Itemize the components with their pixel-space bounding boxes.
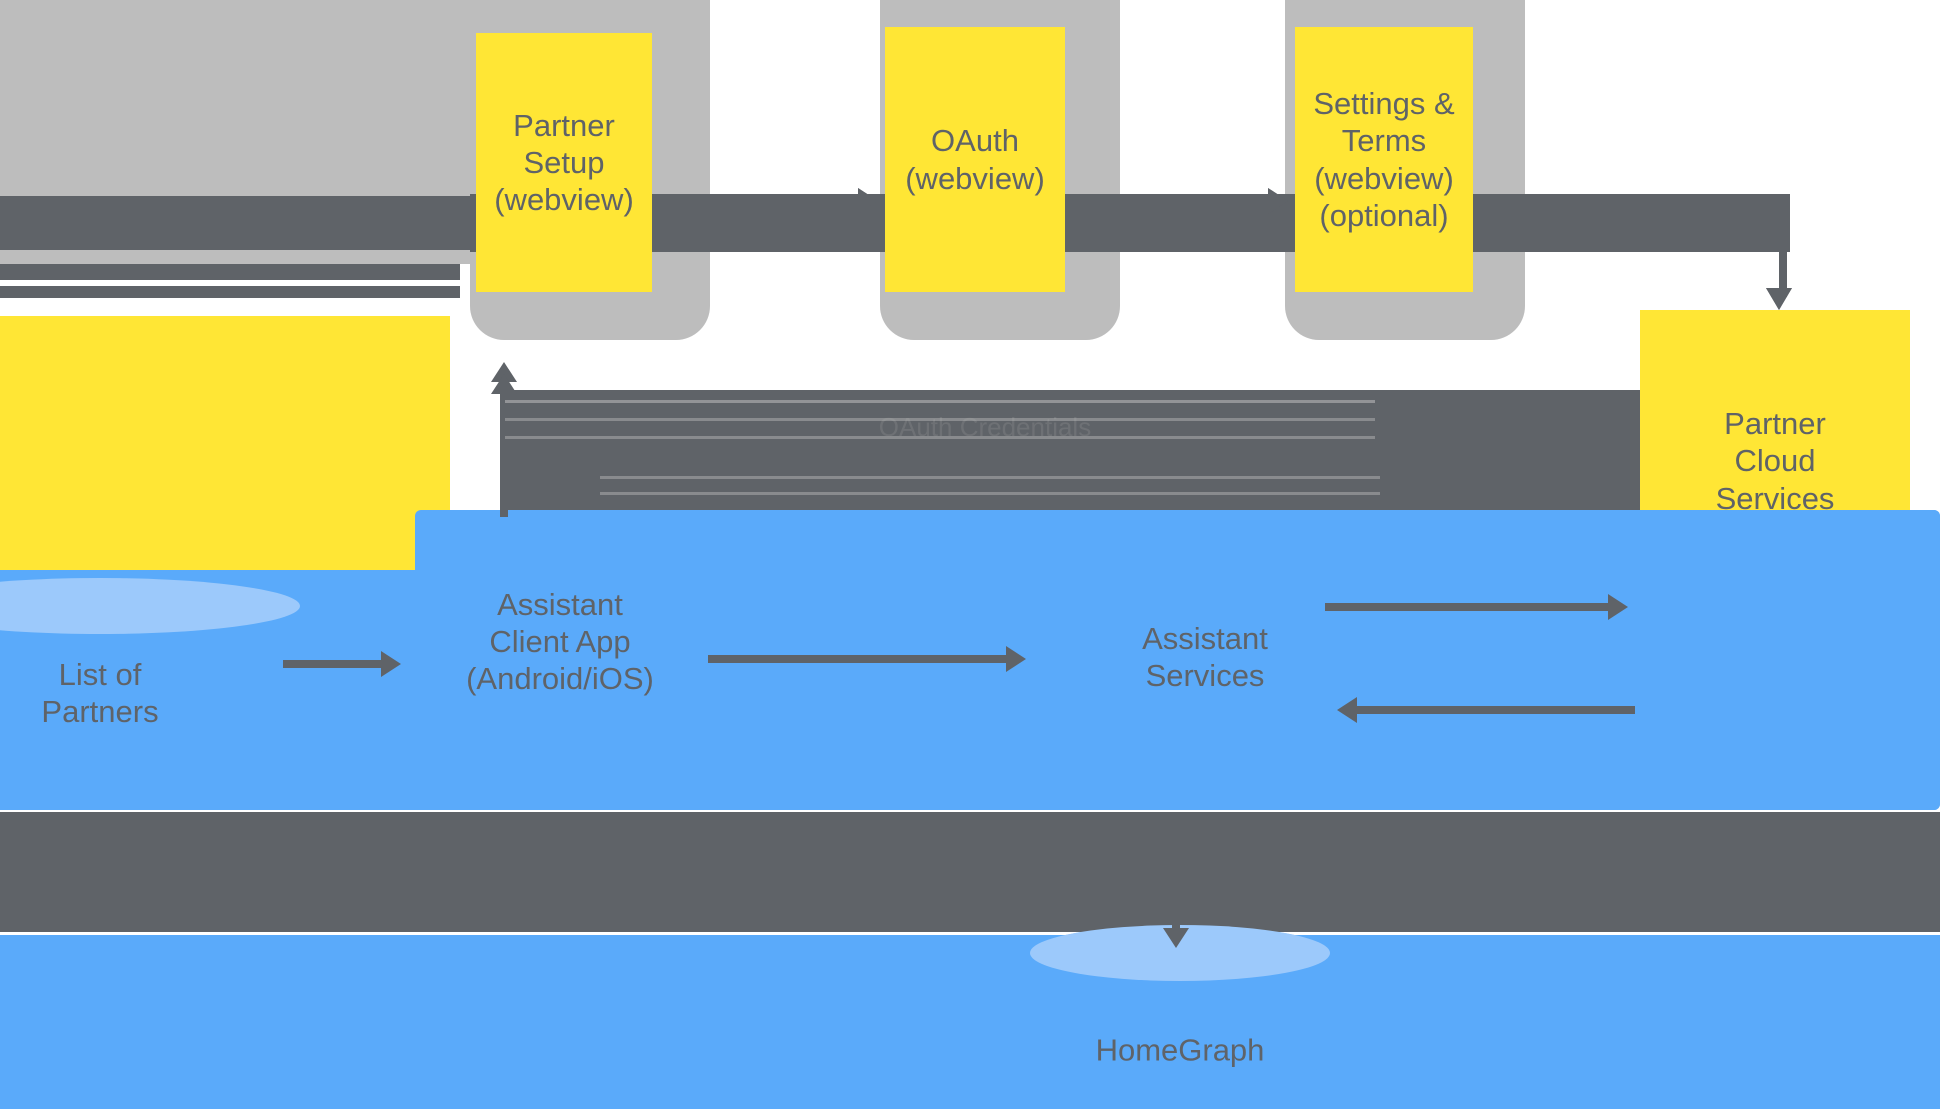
arrowhead-down-icon-fg	[1766, 288, 1792, 310]
arrow-settings-to-cloud-v-fg	[1779, 197, 1787, 297]
arrow-client-app-to-assistant-services-fg	[708, 646, 1026, 672]
node-partner-app-clipped-fg[interactable]	[0, 316, 450, 604]
arrow-assistant-services-to-homegraph-fg	[1163, 812, 1189, 948]
node-list-of-partners-fg[interactable]: List of Partners	[0, 578, 300, 763]
arrow-oauth-to-settings-terms-fg	[1075, 188, 1288, 214]
artifact-scanline	[505, 418, 1375, 421]
arrowhead-icon	[491, 374, 517, 394]
panel-assistant-bottom-bleed-fg	[0, 935, 1940, 1109]
node-list-of-partners-label: List of Partners	[41, 656, 159, 729]
arrow-settings-to-cloud-h-fg	[1482, 197, 1787, 205]
node-settings-terms-fg[interactable]: Settings & Terms (webview) (optional)	[1295, 27, 1473, 292]
artifact-scanline	[505, 400, 1375, 403]
arrowhead-icon	[858, 188, 878, 214]
arrow-client-app-to-partner-setup-fg	[491, 374, 517, 517]
node-partner-cloud-services-label: Partner Cloud Services	[1715, 406, 1835, 516]
node-oauth-label: OAuth (webview)	[905, 123, 1045, 196]
arrowhead-icon	[1337, 697, 1357, 723]
node-homegraph-fg[interactable]: HomeGraph	[1030, 925, 1330, 1109]
node-settings-terms-label: Settings & Terms (webview) (optional)	[1313, 86, 1455, 233]
node-homegraph-label: HomeGraph	[1095, 1032, 1265, 1068]
artifact-band	[505, 390, 1815, 510]
arrowhead-icon	[1006, 646, 1026, 672]
node-assistant-client-app-fg[interactable]: Assistant Client App (Android/iOS)	[466, 587, 654, 697]
node-oauth-fg[interactable]: OAuth (webview)	[885, 27, 1065, 292]
arrowhead-icon	[1608, 594, 1628, 620]
arrow-assistant-services-to-partner-cloud-fg	[1325, 594, 1628, 620]
panel-assistant-fg	[415, 510, 1940, 810]
artifact-scanline	[600, 492, 1380, 495]
arrow-list-of-partners-to-client-app-fg	[283, 651, 401, 677]
artifact-band	[0, 812, 1940, 932]
artifact-band	[0, 262, 460, 280]
arrow-partner-setup-to-oauth-fg	[660, 188, 878, 214]
arrow-partner-cloud-to-assistant-services-fg	[1337, 697, 1635, 723]
arrowhead-icon	[381, 651, 401, 677]
artifact-scanline	[505, 436, 1375, 439]
arrowhead-icon	[1268, 188, 1288, 214]
artifact-band	[0, 286, 460, 298]
edge-label-oauth-credentials-fg: OAuth Credentials	[878, 412, 1092, 442]
node-assistant-services-fg[interactable]: Assistant Services	[1142, 621, 1268, 694]
artifact-scanline	[600, 476, 1380, 479]
artifact-band	[0, 0, 470, 196]
node-partner-setup-fg[interactable]: Partner Setup (webview)	[476, 33, 652, 292]
artifact-band	[0, 250, 470, 264]
cylinder-bottom	[1030, 1053, 1330, 1109]
arrowhead-icon	[1163, 928, 1189, 948]
node-partner-setup-label: Partner Setup (webview)	[494, 107, 634, 218]
